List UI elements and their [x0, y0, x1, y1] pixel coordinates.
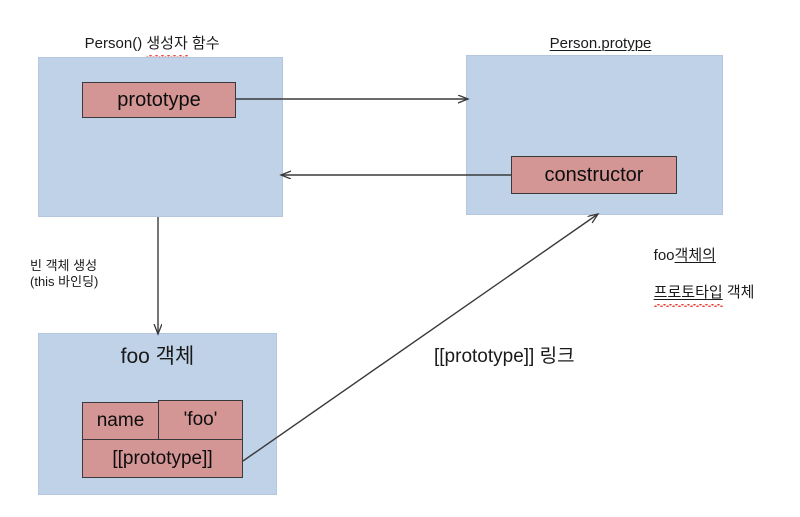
property-name-value[interactable]: 'foo' [158, 400, 243, 440]
property-prototype-label: prototype [117, 88, 201, 111]
property-name-value-label: 'foo' [183, 409, 218, 430]
note-foo-marked: 객체의 [674, 246, 716, 264]
box-person-constructor-function[interactable] [38, 57, 283, 217]
label-person-constructor-tail: 함수 [187, 34, 220, 52]
label-person-constructor-marked: 생성자 [146, 34, 189, 58]
property-name-key[interactable]: name [82, 402, 159, 440]
note-foo-head: foo [653, 246, 675, 264]
note-empty-object-creation: 빈 객체 생성 (this 바인딩) [30, 258, 98, 291]
label-person-prototype-text: Person.protype [549, 34, 652, 58]
label-prototype-link: [[prototype]] 링크 [434, 346, 575, 367]
property-internal-prototype[interactable]: [[prototype]] [82, 439, 243, 478]
property-internal-prototype-label: [[prototype]] [112, 447, 213, 469]
arrow-foo-prototype-link [242, 214, 598, 462]
note-foo-prototype-object: foo객체의 프로토타입 객체 [637, 228, 754, 322]
note-empty-object-line2: (this 바인딩) [30, 274, 99, 290]
property-prototype[interactable]: prototype [82, 82, 236, 118]
label-person-constructor-function: Person() 생성자 함수 [68, 16, 220, 72]
property-constructor[interactable]: constructor [511, 156, 677, 194]
property-constructor-label: constructor [544, 163, 644, 186]
note-empty-object-line1: 빈 객체 생성 [30, 258, 98, 273]
property-name-key-label: name [96, 410, 145, 431]
note-foo-prototype-marked: 프로토타입 [653, 284, 723, 307]
foo-object-title: foo 객체 [120, 345, 195, 368]
note-foo-tail: 객체 [722, 284, 755, 302]
label-person-constructor-plain: Person() [84, 34, 147, 52]
